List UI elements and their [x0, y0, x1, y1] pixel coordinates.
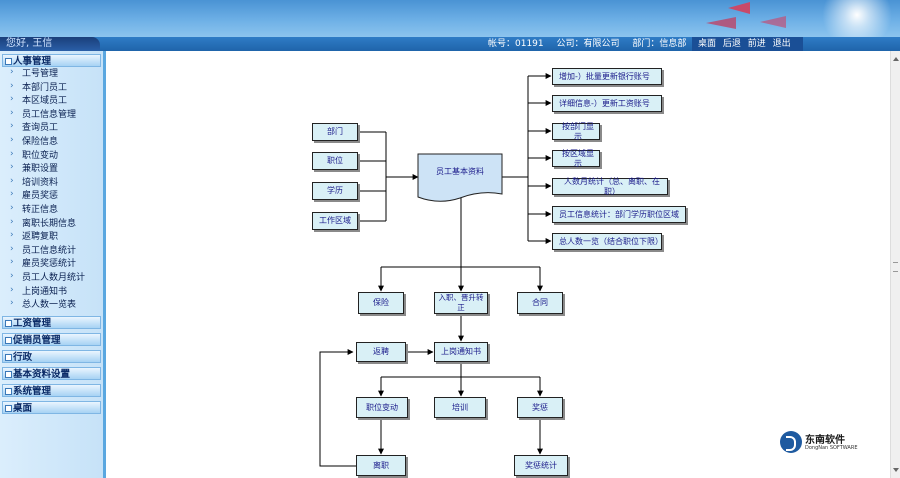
- sidebar-item[interactable]: 员工信息管理: [0, 107, 103, 123]
- sidebar-item[interactable]: 本部门员工: [0, 80, 103, 96]
- nav-exit-link[interactable]: 退出: [772, 39, 791, 49]
- arrow-deco-icon: [728, 2, 750, 14]
- sidebar-item[interactable]: 上岗通知书: [0, 284, 103, 300]
- sidebar-item[interactable]: 雇员奖惩: [0, 188, 103, 204]
- logo-name-cn: 东南软件: [805, 435, 845, 446]
- flowchart-connectors: [319, 73, 552, 467]
- sidebar-item[interactable]: 培训资料: [0, 175, 103, 191]
- nav-forward-link[interactable]: 前进: [747, 39, 766, 49]
- node-onboarding-notice[interactable]: 上岗通知书: [434, 342, 488, 362]
- nav-back-link[interactable]: 后退: [722, 39, 741, 49]
- sidebar-section-system[interactable]: 系统管理: [2, 383, 101, 397]
- sidebar: 人事管理 工号管理 本部门员工 本区域员工 员工信息管理 查询员工 保险信息 职…: [0, 51, 106, 478]
- sidebar-item[interactable]: 雇员奖惩统计: [0, 256, 103, 272]
- top-nav: 桌面 后退 前进 退出: [692, 37, 803, 51]
- node-bank-account-update[interactable]: 增加-）批量更新银行账号: [552, 68, 662, 85]
- node-onboarding-promotion[interactable]: 入职、晋升转正: [434, 292, 488, 314]
- sidebar-item[interactable]: 返聘复职: [0, 229, 103, 245]
- vertical-scrollbar[interactable]: [890, 51, 900, 478]
- node-resignation[interactable]: 离职: [356, 455, 406, 476]
- sidebar-item[interactable]: 员工人数月统计: [0, 270, 103, 286]
- top-banner: [0, 0, 900, 37]
- sidebar-item[interactable]: 本区域员工: [0, 93, 103, 109]
- center-document-shape: [417, 153, 503, 202]
- node-position-change[interactable]: 职位变动: [356, 397, 408, 418]
- node-employee-basic-info[interactable]: 员工基本资料: [436, 167, 484, 176]
- node-salary-account-update[interactable]: 详细信息-）更新工资账号: [552, 95, 662, 112]
- sidebar-section-desktop[interactable]: 桌面: [2, 400, 101, 414]
- account-number: 帐号：01191: [488, 39, 544, 49]
- account-info: 帐号：01191 公司：有限公司 部门：信息部: [488, 37, 696, 51]
- company-logo: 东南软件 DongNan SOFTWARE: [780, 431, 870, 455]
- node-monthly-headcount[interactable]: 人数月统计（总、离职、在职）: [552, 177, 668, 196]
- flowchart-canvas: 部门 职位 学历 工作区域 员工基本资料 增加-）批量更新银行账号 详细信息-）…: [106, 51, 890, 478]
- node-insurance[interactable]: 保险: [358, 292, 404, 314]
- node-employee-stats[interactable]: 员工信息统计：部门学历职位区域: [552, 206, 686, 223]
- user-greeting: 您好, 王信: [0, 37, 100, 51]
- sidebar-item[interactable]: 工号管理: [0, 66, 103, 82]
- sidebar-section-promoter[interactable]: 促销员管理: [2, 332, 101, 346]
- sidebar-item[interactable]: 员工信息统计: [0, 243, 103, 259]
- sidebar-item[interactable]: 保险信息: [0, 134, 103, 150]
- sidebar-item[interactable]: 离职长期信息: [0, 216, 103, 232]
- scroll-down-icon[interactable]: [893, 468, 899, 472]
- department-name: 部门：信息部: [632, 39, 687, 49]
- node-position[interactable]: 职位: [312, 152, 358, 170]
- scroll-up-icon[interactable]: [893, 57, 899, 61]
- node-reward-penalty-stats[interactable]: 奖惩统计: [514, 455, 568, 476]
- node-rehire[interactable]: 返聘: [356, 342, 406, 362]
- sidebar-item[interactable]: 转正信息: [0, 202, 103, 218]
- node-contract[interactable]: 合同: [517, 292, 563, 314]
- logo-mark-icon: [780, 431, 802, 453]
- banner-glow: [822, 0, 892, 37]
- node-reward-penalty[interactable]: 奖惩: [517, 397, 563, 418]
- top-bar: [0, 37, 900, 51]
- sidebar-section-hr[interactable]: 人事管理: [2, 54, 101, 67]
- sidebar-section-admin[interactable]: 行政: [2, 349, 101, 363]
- node-total-overview[interactable]: 总人数一览（结合职位下限）: [552, 233, 663, 250]
- sidebar-item[interactable]: 兼职设置: [0, 161, 103, 177]
- node-by-area[interactable]: 按区域显示: [552, 149, 600, 168]
- sidebar-item[interactable]: 职位变动: [0, 148, 103, 164]
- sidebar-section-basic-settings[interactable]: 基本资料设置: [2, 366, 101, 380]
- nav-desktop-link[interactable]: 桌面: [698, 39, 717, 49]
- node-education[interactable]: 学历: [312, 182, 358, 200]
- node-department[interactable]: 部门: [312, 123, 358, 141]
- arrow-deco-icon: [706, 17, 736, 29]
- scroll-thumb[interactable]: [893, 262, 898, 272]
- sidebar-item[interactable]: 查询员工: [0, 120, 103, 136]
- node-work-area[interactable]: 工作区域: [312, 212, 358, 230]
- logo-name-en: DongNan SOFTWARE: [805, 445, 858, 451]
- sidebar-section-salary[interactable]: 工资管理: [2, 315, 101, 329]
- arrow-deco-icon: [760, 16, 786, 28]
- company-name: 公司：有限公司: [556, 39, 620, 49]
- node-training[interactable]: 培训: [434, 397, 486, 418]
- sidebar-item[interactable]: 总人数一览表: [0, 297, 103, 313]
- node-by-department[interactable]: 按部门显示: [552, 122, 600, 141]
